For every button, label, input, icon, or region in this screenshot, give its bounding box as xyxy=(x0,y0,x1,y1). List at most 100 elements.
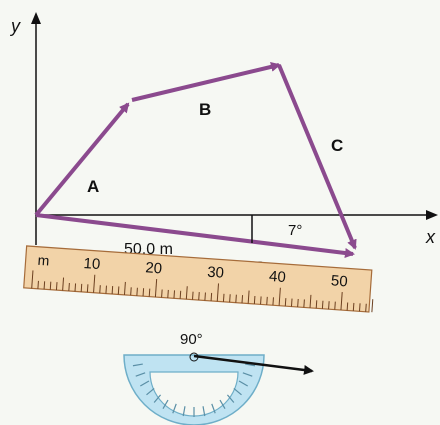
ruler-tick xyxy=(278,287,281,306)
vector-b-arrow xyxy=(131,61,281,102)
ruler-tick-label: 20 xyxy=(145,259,163,277)
protractor-tick xyxy=(233,387,242,396)
ruler-tick xyxy=(321,300,324,309)
ruler-tick xyxy=(241,295,244,304)
vector-b-label: B xyxy=(199,100,211,119)
x-axis-arrow-icon xyxy=(426,210,438,220)
ruler-tick xyxy=(111,286,114,295)
protractor: 90° xyxy=(123,331,314,425)
ruler-tick xyxy=(80,283,83,292)
ruler-tick xyxy=(346,302,349,311)
protractor-tick xyxy=(245,363,256,367)
vector-a-arrow xyxy=(34,102,130,217)
vector-a-label: A xyxy=(87,177,99,196)
y-axis-arrow-icon xyxy=(31,12,41,24)
protractor-tick xyxy=(132,363,143,367)
ruler-tick xyxy=(328,301,330,310)
ruler-tick xyxy=(136,287,138,296)
y-axis-label: y xyxy=(9,16,21,36)
ruler-tick xyxy=(266,296,268,305)
protractor-inner-arc xyxy=(149,371,239,417)
ruler-unit-label: m xyxy=(37,252,50,269)
vector-c-label: C xyxy=(331,136,343,155)
ruler-tick-label: 40 xyxy=(269,268,287,286)
protractor-tick xyxy=(140,380,150,387)
ruler-tick xyxy=(352,302,355,311)
ruler-tick xyxy=(130,287,132,296)
protractor-tick xyxy=(238,380,248,387)
ruler-tick xyxy=(37,280,39,289)
ruler-tick xyxy=(297,298,299,308)
ruler-tick xyxy=(315,300,318,309)
ruler-tick xyxy=(43,281,46,290)
ruler-tick xyxy=(229,294,231,303)
ruler-tick xyxy=(247,290,250,304)
x-axis-label: x xyxy=(425,227,436,247)
ruler-tick xyxy=(290,298,293,307)
ruler-tick xyxy=(359,303,361,312)
ruler-tick xyxy=(284,298,287,307)
ruler-tick xyxy=(99,285,101,294)
protractor-tick xyxy=(219,399,226,409)
protractor-tick xyxy=(162,399,169,409)
protractor-tick xyxy=(242,372,253,377)
ruler-tick xyxy=(123,281,126,295)
ruler-tick xyxy=(55,282,58,291)
ruler-tick xyxy=(272,297,274,306)
protractor-tick xyxy=(211,403,216,414)
protractor-tick xyxy=(202,406,206,417)
ruler-tick xyxy=(93,274,96,293)
ruler-tick xyxy=(340,292,343,311)
protractor-ticks xyxy=(132,363,256,417)
ruler-tick xyxy=(86,284,89,293)
ruler-tick xyxy=(49,281,52,290)
ruler-tick xyxy=(185,286,188,300)
ruler-tick xyxy=(334,301,336,310)
protractor-pointer-arrow xyxy=(193,354,314,375)
protractor-tick xyxy=(135,372,146,377)
protractor-tick xyxy=(226,394,235,403)
protractor-tick xyxy=(182,406,186,417)
ruler-tick xyxy=(216,283,220,302)
ruler-tick xyxy=(68,282,70,292)
ruler: m 10 20 30 40 50 xyxy=(23,245,374,313)
ruler-tick xyxy=(154,279,158,298)
vector-c-arrow xyxy=(277,64,357,250)
ruler-tick xyxy=(309,294,312,308)
ruler-tick-label: 30 xyxy=(207,264,225,282)
resultant-vector-arrow xyxy=(35,213,355,258)
ruler-tick xyxy=(167,289,169,298)
ruler-tick-label: 10 xyxy=(83,255,101,273)
ruler-tick xyxy=(161,289,163,298)
ruler-tick xyxy=(74,283,77,292)
ruler-tick xyxy=(253,295,256,305)
ruler-tick xyxy=(142,288,145,297)
ruler-tick xyxy=(173,290,176,299)
resultant-angle-label: 7° xyxy=(288,222,302,239)
ruler-tick xyxy=(179,290,182,299)
protractor-tick xyxy=(146,387,155,396)
protractor-tick xyxy=(172,403,177,414)
ruler-tick xyxy=(371,299,374,313)
ruler-ticks xyxy=(31,270,374,313)
protractor-tick xyxy=(153,394,162,403)
ruler-body xyxy=(23,245,373,313)
ruler-tick xyxy=(303,299,305,308)
ruler-tick xyxy=(31,270,34,289)
ruler-tick xyxy=(148,288,151,297)
ruler-tick xyxy=(192,291,194,300)
ruler-tick xyxy=(235,294,237,303)
ruler-tick xyxy=(260,296,262,305)
ruler-tick-label: 50 xyxy=(330,272,348,290)
ruler-tick xyxy=(117,286,120,295)
ruler-tick xyxy=(210,292,213,301)
ruler-tick xyxy=(365,303,367,312)
ruler-tick xyxy=(198,292,200,301)
protractor-angle-label: 90° xyxy=(180,331,203,348)
ruler-tick xyxy=(204,292,206,301)
ruler-tick xyxy=(105,285,107,294)
ruler-tick xyxy=(62,277,65,291)
ruler-tick xyxy=(222,293,225,302)
